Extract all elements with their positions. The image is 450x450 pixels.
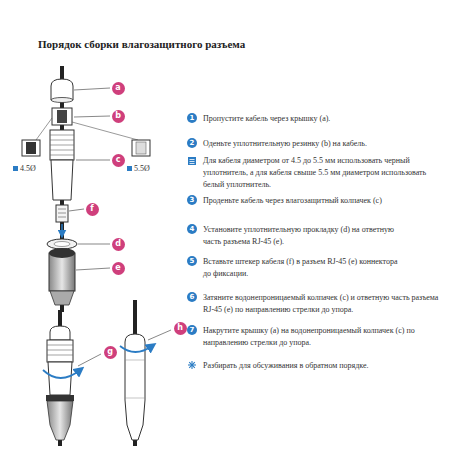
- step-number: 3: [187, 195, 197, 205]
- step-number-text: 6: [190, 294, 195, 301]
- step-text: Вставьте штекер кабеля (f) в разъем RJ-4…: [203, 256, 403, 280]
- step-text: Установите уплотнительную прокладку (d) …: [203, 224, 403, 248]
- diameter-label: 4.5Ø: [20, 163, 36, 175]
- step-number-text: 7: [190, 327, 195, 334]
- step-text: Проденьте кабель через влагозащитный кол…: [203, 195, 443, 207]
- diagram-title: Порядок сборки влагозащитного разъема: [38, 38, 245, 50]
- part-callout-text: e: [115, 264, 120, 272]
- step-text: Оденьте уплотнительную резинку (b) на ка…: [203, 138, 443, 150]
- diameter-label: 5.5Ø: [134, 163, 150, 175]
- part-callout-text: f: [90, 205, 93, 213]
- step-number: 1: [187, 113, 197, 123]
- step-number: 2: [187, 138, 197, 148]
- part-callout-text: d: [115, 240, 121, 248]
- step-number: 6: [187, 292, 197, 302]
- step-number-text: 1: [190, 115, 195, 122]
- part-callout: d: [112, 238, 125, 251]
- step-number-text: 3: [190, 197, 195, 204]
- step-number-text: 2: [190, 140, 195, 147]
- step-number: 7: [187, 325, 197, 335]
- step-text: Затяните водонепроницаемый колпачек (с) …: [203, 292, 445, 316]
- step-number: 5: [187, 256, 197, 266]
- part-callout: f: [86, 203, 99, 216]
- part-callout: h: [174, 322, 187, 335]
- part-callout-text: a: [115, 84, 120, 92]
- part-callout-text: g: [107, 348, 113, 356]
- step-text: Пропустите кабель через крышку (а).: [203, 113, 443, 125]
- note-text: Разбирать для обсуживания в обратном пор…: [203, 360, 443, 372]
- step-number-text: 5: [190, 258, 195, 265]
- part-callout-text: b: [115, 112, 121, 120]
- part-callout: g: [104, 346, 117, 359]
- step-number-text: 4: [190, 226, 195, 233]
- note-text: Для кабеля диаметром от 4.5 до 5.5 мм ис…: [203, 155, 435, 191]
- step-number: 4: [187, 224, 197, 234]
- part-callout-text: h: [177, 324, 183, 332]
- part-callout: a: [112, 82, 125, 95]
- part-callout: b: [112, 110, 125, 123]
- step-text: Накрутите крышку (а) на водонепроницаемы…: [203, 325, 428, 349]
- part-callout: e: [112, 262, 125, 275]
- part-callout-text: c: [116, 156, 121, 164]
- part-callout: c: [112, 154, 125, 167]
